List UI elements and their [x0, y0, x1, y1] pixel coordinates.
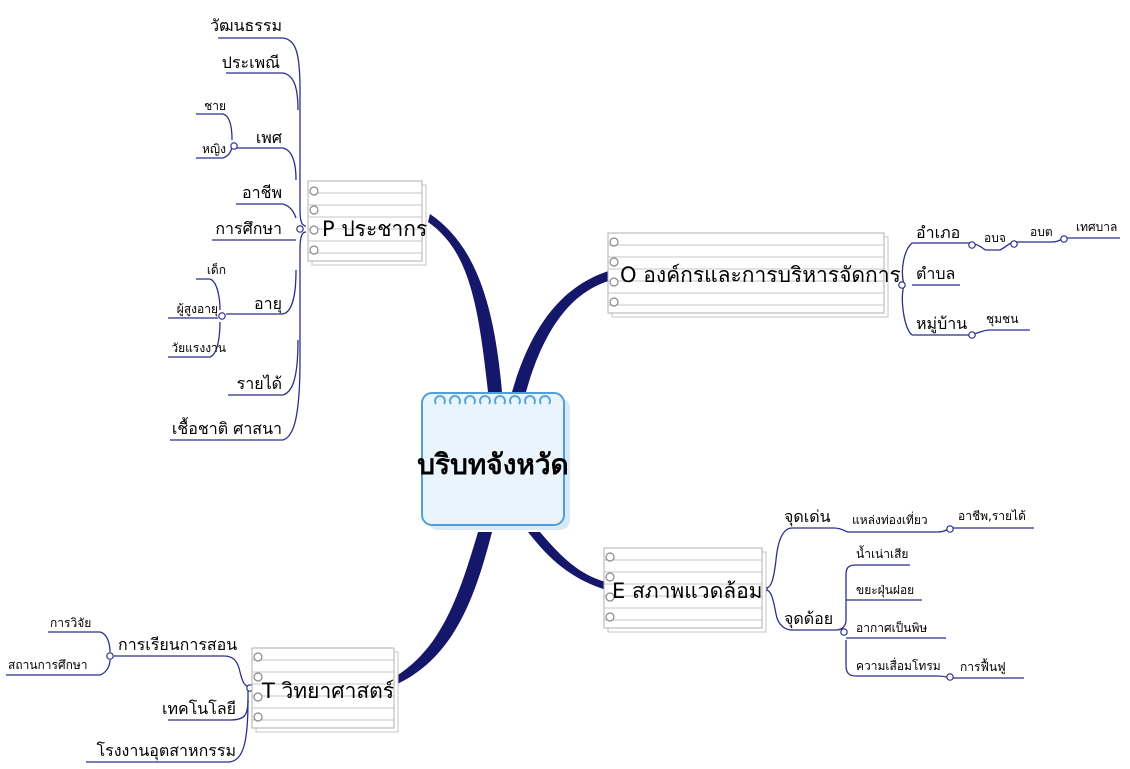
branch-T-title: T วิทยาศาสตร์ [261, 679, 394, 703]
label-occupation[interactable]: อาชีพ [242, 183, 282, 202]
branch-P-box[interactable]: P ประชากร [307, 180, 427, 266]
label-institutions[interactable]: สถานการศึกษา [8, 658, 88, 672]
O-branch-lines [898, 235, 1120, 339]
label-factories[interactable]: โรงงานอุตสาหกรรม [97, 741, 236, 761]
label-research[interactable]: การวิจัย [50, 616, 91, 630]
label-district[interactable]: อำเภอ [916, 223, 960, 242]
label-working-age[interactable]: วัยแรงงาน [171, 341, 226, 355]
label-dust[interactable]: ขยะฝุ่นฝอย [856, 583, 914, 598]
label-age[interactable]: อายุ [254, 294, 282, 314]
label-ethnicity-religion[interactable]: เชื้อชาติ ศาสนา [172, 417, 282, 438]
branch-E-title: E สภาพแวดล้อม [612, 579, 763, 603]
label-tradition[interactable]: ประเพณี [222, 53, 280, 72]
label-restoration[interactable]: การฟื้นฟู [960, 658, 1006, 675]
label-strength[interactable]: จุดเด่น [784, 507, 831, 527]
label-village[interactable]: หมู่บ้าน [916, 314, 967, 334]
label-toxic-air[interactable]: อากาศเป็นพิษ [856, 620, 927, 635]
label-subdistrict[interactable]: ตำบล [916, 264, 955, 283]
label-community[interactable]: ชุมชน [986, 312, 1018, 327]
label-child[interactable]: เด็ก [207, 262, 226, 277]
label-subdistrict-admin[interactable]: อบต [1030, 225, 1053, 239]
center-node[interactable]: บริบทจังหวัด [417, 392, 570, 530]
label-wastewater[interactable]: น้ำเน่าเสีย [856, 545, 908, 561]
center-title: บริบทจังหวัด [417, 448, 568, 481]
P-branch-lines [168, 37, 307, 441]
label-teaching[interactable]: การเรียนการสอน [118, 635, 237, 654]
label-degradation[interactable]: ความเสื่อมโทรม [856, 657, 941, 673]
label-education[interactable]: การศึกษา [215, 219, 282, 238]
label-culture[interactable]: วัฒนธรรม [210, 16, 282, 35]
connector-center-to-O [512, 270, 612, 392]
label-attractions[interactable]: แหล่งท่องเที่ยว [852, 511, 928, 527]
connector-center-to-T [393, 532, 492, 686]
O-labels: อำเภอ อบจ อบต เทศบาล ตำบล หมู่บ้าน ชุมชน [916, 220, 1117, 334]
main-branch-connectors [393, 214, 612, 686]
T-labels: การเรียนการสอน การวิจัย สถานการศึกษา เทค… [8, 616, 237, 761]
spiral-binding-icon [434, 395, 551, 405]
label-elderly[interactable]: ผู้สูงอายุ [177, 302, 218, 317]
branch-O-title: O องค์กรและการบริหารจัดการ [620, 263, 901, 287]
label-weakness[interactable]: จุดด้อย [784, 609, 833, 629]
E-labels: จุดเด่น แหล่งท่องเที่ยว อาชีพ,รายได้ จุด… [784, 507, 1026, 675]
T-branch-lines [6, 631, 254, 763]
label-gender[interactable]: เพศ [256, 128, 282, 147]
label-technology[interactable]: เทคโนโลยี [162, 699, 236, 718]
branch-E-box[interactable]: E สภาพแวดล้อม [603, 547, 767, 633]
P-labels: วัฒนธรรม ประเพณี เพศ ชาย หญิง อาชีพ การศ… [171, 16, 282, 438]
label-provincial-admin[interactable]: อบจ [984, 231, 1006, 245]
label-income[interactable]: รายได้ [237, 374, 282, 393]
branch-T-box[interactable]: T วิทยาศาสตร์ [251, 647, 399, 733]
connector-center-to-E [528, 532, 606, 590]
branch-P-title: P ประชากร [322, 217, 427, 241]
label-female[interactable]: หญิง [202, 142, 226, 156]
label-municipality[interactable]: เทศบาล [1076, 220, 1117, 234]
label-male[interactable]: ชาย [204, 99, 226, 113]
label-career-income[interactable]: อาชีพ,รายได้ [958, 509, 1026, 523]
connector-center-to-P [428, 214, 502, 392]
branch-O-box[interactable]: O องค์กรและการบริหารจัดการ [607, 232, 901, 318]
